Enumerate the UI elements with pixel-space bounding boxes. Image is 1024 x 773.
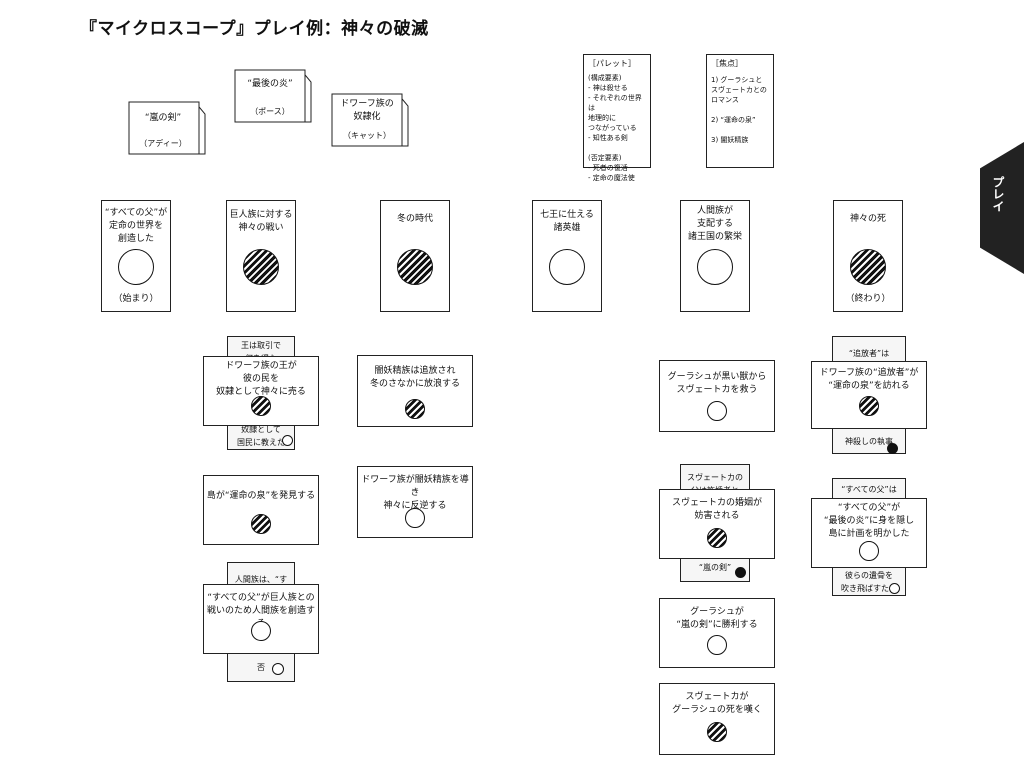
- event-label: ドワーフ族の王が 彼の民を 奴隷として神々に売る: [216, 361, 306, 397]
- event-label: 闇妖精族は追放され 冬のさなかに放浪する: [369, 366, 460, 389]
- event-card: スヴェートカの婚姻が 妨害される: [659, 489, 775, 559]
- dark-tone-marker: [251, 396, 271, 416]
- dark-tone-marker: [405, 399, 425, 419]
- tent-card-title: “嵐の剣”: [144, 113, 182, 123]
- focus-card: ［焦点］ 1) グーラシュと スヴェートカとの ロマンス 2) “運命の泉” 3…: [706, 54, 774, 168]
- event-card: ドワーフ族が闇妖精族を導き 神々に反逆する: [357, 466, 473, 538]
- light-tone-marker: [549, 249, 585, 285]
- period-card: 冬の時代: [380, 200, 450, 312]
- period-bottom: （終わり）: [845, 294, 891, 304]
- event-card: ドワーフ族の“追放者”が “運命の泉”を訪れる: [811, 361, 927, 429]
- light-tone-marker: [889, 583, 900, 594]
- event-label: ドワーフ族の“追放者”が “運命の泉”を訪れる: [819, 368, 919, 391]
- dark-tone-marker: [859, 396, 879, 416]
- event-label: 島が“運命の泉”を発見する: [206, 491, 316, 501]
- event-label: スヴェートカの婚姻が 妨害される: [671, 498, 762, 521]
- dark-tone-marker: [707, 528, 727, 548]
- period-label: “すべての父”が 定命の世界を 創造した: [104, 208, 168, 244]
- light-tone-marker: [707, 401, 727, 421]
- dark-tone-marker: [850, 249, 886, 285]
- tent-card-shape: [128, 101, 206, 155]
- period-label: 人間族が 支配する 諸王国の繁栄: [687, 206, 742, 242]
- event-card: 島が“運命の泉”を発見する: [203, 475, 319, 545]
- tent-card-title: “最後の炎”: [247, 79, 293, 89]
- tent-card-title: ドワーフ族の 奴隷化: [340, 99, 394, 122]
- period-card: 神々の死 （終わり）: [833, 200, 903, 312]
- period-card: 七王に仕える 諸英雄: [532, 200, 602, 312]
- light-tone-marker: [118, 249, 154, 285]
- dark-tone-marker: [735, 567, 746, 578]
- page-title: 『マイクロスコープ』プレイ例：神々の破滅: [80, 19, 429, 39]
- scene-answer: 神殺しの執事: [845, 437, 893, 446]
- dark-tone-marker: [707, 722, 727, 742]
- period-card: “すべての父”が 定命の世界を 創造した （始まり）: [101, 200, 171, 312]
- event-label: グーラシュが黒い獣から スヴェートカを救う: [667, 372, 767, 395]
- palette-body: (構成要素) - 神は殺せる - それぞれの世界は 地理的に つながっている -…: [588, 74, 642, 182]
- period-card: 巨人族に対する 神々の戦い: [226, 200, 296, 312]
- period-label: 巨人族に対する 神々の戦い: [229, 210, 293, 233]
- dark-tone-marker: [887, 443, 898, 454]
- light-tone-marker: [251, 621, 271, 641]
- period-card: 人間族が 支配する 諸王国の繁栄: [680, 200, 750, 312]
- tent-card-owner: （キャット）: [343, 131, 391, 140]
- light-tone-marker: [405, 508, 425, 528]
- dark-tone-marker: [251, 514, 271, 534]
- scene-answer: 否: [257, 663, 265, 672]
- event-label: スヴェートカが グーラシュの死を嘆く: [672, 692, 762, 715]
- focus-heading: ［焦点］: [711, 59, 743, 68]
- scene-answer: “嵐の剣”: [698, 563, 732, 572]
- light-tone-marker: [707, 635, 727, 655]
- tent-card-shape: [234, 69, 312, 123]
- event-card: スヴェートカが グーラシュの死を嘆く: [659, 683, 775, 755]
- event-label: グーラシュが “嵐の剣”に勝利する: [676, 607, 758, 630]
- event-card: 闇妖精族は追放され 冬のさなかに放浪する: [357, 355, 473, 427]
- scene-question: 人間族は、“す: [234, 575, 288, 584]
- dark-tone-marker: [397, 249, 433, 285]
- light-tone-marker: [697, 249, 733, 285]
- event-label: ドワーフ族が闇妖精族を導き 神々に反逆する: [361, 475, 469, 511]
- event-card: グーラシュが “嵐の剣”に勝利する: [659, 598, 775, 668]
- tent-card-shape: [331, 93, 409, 147]
- light-tone-marker: [272, 663, 284, 675]
- scene-question: “追放者”は: [848, 349, 890, 358]
- period-label: 冬の時代: [396, 214, 433, 224]
- focus-body: 1) グーラシュと スヴェートカとの ロマンス 2) “運命の泉” 3) 闇妖精…: [711, 76, 767, 144]
- light-tone-marker: [282, 435, 293, 446]
- light-tone-marker: [859, 541, 879, 561]
- period-label: 神々の死: [849, 214, 886, 224]
- tent-card-owner: （ポース）: [250, 107, 290, 116]
- palette-heading: ［パレット］: [588, 59, 636, 68]
- event-label: “すべての父”が “最後の炎”に身を隠し 島に計画を明かした: [823, 503, 915, 539]
- scene-answer: 彼らの遺骨を 吹き飛ばすため: [841, 571, 897, 593]
- event-card: “すべての父”が “最後の炎”に身を隠し 島に計画を明かした: [811, 498, 927, 568]
- tent-card-owner: （アディー）: [139, 139, 187, 148]
- event-card: “すべての父”が巨人族との 戦いのため人間族を創造する: [203, 584, 319, 654]
- event-card: ドワーフ族の王が 彼の民を 奴隷として神々に売る: [203, 356, 319, 426]
- period-label: 七王に仕える 諸英雄: [540, 210, 594, 233]
- event-card: グーラシュが黒い獣から スヴェートカを救う: [659, 360, 775, 432]
- dark-tone-marker: [243, 249, 279, 285]
- scene-answer: 奴隷として 国民に教えた: [237, 425, 285, 447]
- period-bottom: （始まり）: [113, 294, 159, 304]
- side-tab-label: プレイ: [991, 176, 1005, 212]
- palette-card: ［パレット］ (構成要素) - 神は殺せる - それぞれの世界は 地理的に つな…: [583, 54, 651, 182]
